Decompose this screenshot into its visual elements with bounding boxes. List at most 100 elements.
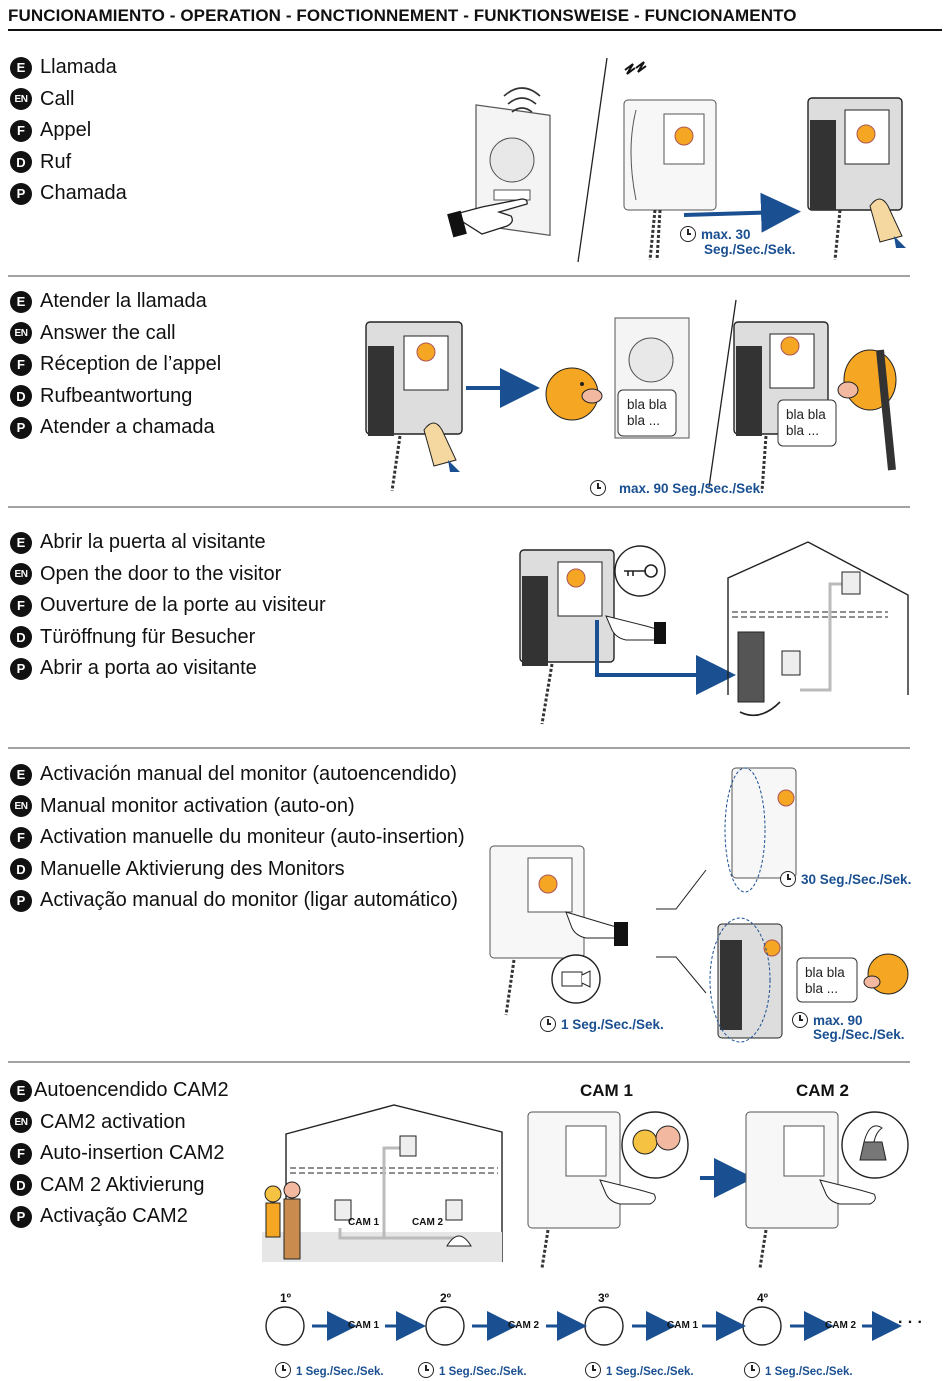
list-item-label: CAM2 activation: [40, 1110, 186, 1133]
monitor-icon: [527, 1111, 621, 1269]
list-item: EN Manual monitor activation (auto-on): [10, 791, 465, 823]
list-item-label: CAM 2 Aktivierung: [40, 1173, 205, 1196]
time-label: max. 30: [680, 226, 751, 242]
key-icon: [614, 545, 666, 597]
list-item-label: Réception de l’appel: [40, 353, 222, 376]
language-badge: EN: [10, 88, 32, 111]
monitor-icon: [365, 321, 463, 492]
language-badge: F: [10, 353, 32, 376]
monitor-icon: [807, 97, 903, 261]
time-label: Seg./Sec./Sek.: [813, 1027, 905, 1042]
pointing-hand-icon: [447, 198, 528, 238]
language-badge: F: [10, 826, 32, 849]
visitors-couple-icon: [264, 1181, 301, 1260]
language-badge: P: [10, 657, 32, 680]
list-item: F Réception de l’appel: [10, 349, 221, 381]
pointing-hand-icon: [605, 615, 666, 644]
list-item: D CAM 2 Aktivierung: [10, 1170, 229, 1202]
clock-icon: [540, 1016, 556, 1032]
camera2-view-icon: [841, 1111, 909, 1179]
cam2-title: CAM 2: [796, 1081, 849, 1100]
house-cam1-label: CAM 1: [348, 1217, 380, 1228]
manual-language-list: E Activación manual del monitor (autoence…: [10, 759, 465, 917]
list-item-label: Activação CAM2: [40, 1205, 188, 1228]
camera-icon: [551, 954, 601, 1004]
language-badge: D: [10, 858, 32, 881]
monitor-icon: [724, 767, 797, 893]
monitor-icon: [745, 1111, 839, 1269]
list-item-label: Ouverture de la porte au visiteur: [40, 594, 326, 617]
cam1-title: CAM 1: [580, 1081, 633, 1100]
language-badge: P: [10, 182, 32, 205]
monitor-icon: [519, 549, 615, 725]
language-badge: EN: [10, 795, 32, 818]
speech-text: bla ...: [805, 981, 839, 996]
clock-icon: [780, 871, 796, 887]
list-item-label: Chamada: [40, 182, 127, 205]
list-item-label: Appel: [40, 119, 92, 142]
sequence-step-icons: [265, 1306, 782, 1346]
language-badge: P: [10, 1205, 32, 1228]
list-item-label: Manual monitor activation (auto-on): [40, 794, 355, 817]
language-badge: EN: [10, 322, 32, 345]
time-label: 30 Seg./Sec./Sek.: [780, 871, 911, 887]
list-item-label: Autoencendido CAM2: [34, 1079, 229, 1102]
list-item-label: Manuelle Aktivierung des Monitors: [40, 857, 345, 880]
step-cam-label: CAM 1: [348, 1320, 380, 1331]
language-badge: EN: [10, 563, 32, 586]
pointing-hand-icon: [599, 1179, 876, 1205]
hand-icon: [423, 422, 460, 472]
list-item: P Chamada: [10, 178, 127, 210]
language-badge: D: [10, 385, 32, 408]
list-item: P Abrir a porta ao visitante: [10, 653, 326, 685]
list-item-label: Türöffnung für Besucher: [40, 625, 256, 648]
sound-waves-icon: [503, 87, 541, 113]
list-item-label: Activación manual del monitor (autoencen…: [40, 763, 457, 786]
step-time-label: 1 Seg./Sec./Sek.: [744, 1362, 853, 1380]
list-item-label: Answer the call: [40, 321, 176, 344]
language-badge: D: [10, 1174, 32, 1197]
list-item-label: Abrir a porta ao visitante: [40, 657, 257, 680]
list-item: P Activação CAM2: [10, 1201, 229, 1233]
list-item: D Manuelle Aktivierung des Monitors: [10, 854, 465, 886]
door-panel-icon: [475, 104, 551, 236]
time-label: Seg./Sec./Sek.: [704, 242, 796, 257]
list-item-label: Rufbeantwortung: [40, 384, 193, 407]
speech-text: bla bla: [627, 397, 667, 412]
camera1-view-icon: [621, 1111, 689, 1179]
list-item: E Abrir la puerta al visitante: [10, 527, 326, 559]
time-label: 1 Seg./Sec./Sek.: [540, 1016, 664, 1032]
clock-icon: [590, 480, 606, 496]
clock-icon: [680, 226, 696, 242]
clock-icon: [418, 1362, 434, 1378]
resident-face-icon: [837, 349, 897, 471]
step-number: 3º: [598, 1291, 610, 1305]
hand-icon: [869, 198, 906, 248]
monitor-icon: [489, 845, 585, 1016]
list-item-label: Activation manuelle du moniteur (auto-in…: [40, 826, 465, 849]
language-badge: P: [10, 416, 32, 439]
step-cam-label: CAM 2: [825, 1320, 857, 1331]
language-badge: E: [10, 56, 32, 79]
speech-text: bla ...: [786, 423, 820, 438]
language-badge: E: [10, 531, 32, 554]
list-item-label: Abrir la puerta al visitante: [40, 531, 266, 554]
ring-icon: [624, 61, 647, 75]
step-time-label: 1 Seg./Sec./Sek.: [418, 1362, 527, 1380]
clock-icon: [744, 1362, 760, 1378]
language-badge: F: [10, 119, 32, 142]
language-badge: E: [10, 763, 32, 786]
list-item-label: Atender la llamada: [40, 290, 207, 313]
house-icon: [727, 541, 909, 717]
monitor-icon: [709, 917, 783, 1043]
step-number: 1º: [280, 1291, 292, 1305]
